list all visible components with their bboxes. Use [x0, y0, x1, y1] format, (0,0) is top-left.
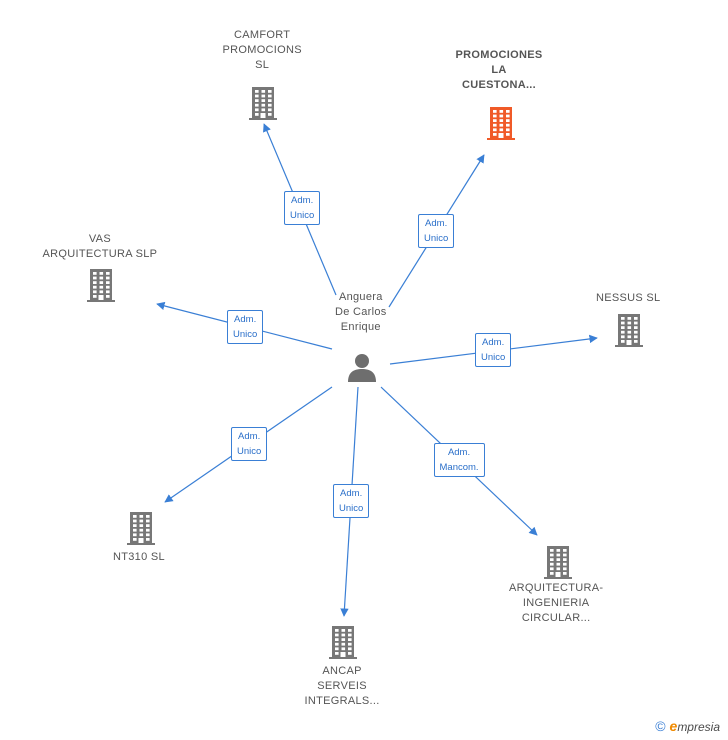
center-person-label-line: Anguera — [338, 290, 383, 303]
building-icon[interactable] — [544, 545, 572, 584]
edge-label-arquitectura-line: Mancom. — [439, 462, 479, 473]
node-label-arquitectura[interactable]: ARQUITECTURA- INGENIERIA CIRCULAR... — [509, 581, 603, 626]
node-label-vas-line: ARQUITECTURA SLP — [42, 248, 158, 260]
edge-label-ancap-line: Adm. — [340, 488, 363, 499]
node-label-promociones-line: PROMOCIONES — [455, 48, 543, 61]
edge-label-nessus-line: Unico — [481, 352, 506, 363]
node-label-ancap[interactable]: ANCAP SERVEIS INTEGRALS... — [305, 664, 380, 709]
edge-label-ancap-line: Unico — [339, 503, 364, 514]
edge-label-nt310-line: Adm. — [238, 431, 261, 442]
node-label-arquitectura-line: CIRCULAR... — [521, 611, 591, 624]
node-label-ancap-line: SERVEIS — [317, 679, 367, 692]
building-icon[interactable] — [615, 313, 643, 352]
edge-label-arquitectura-line: Adm. — [447, 447, 471, 458]
node-label-promociones[interactable]: PROMOCIONES LA CUESTONA... — [456, 48, 543, 93]
node-label-arquitectura-line: ARQUITECTURA- — [509, 581, 604, 594]
building-icon[interactable] — [329, 625, 357, 664]
edge-label-camfort-line: Unico — [290, 210, 315, 221]
edge-label-vas-line: Unico — [233, 329, 258, 340]
edge-label-nessus-line: Adm. — [482, 337, 505, 348]
edge-label-promociones-line: Unico — [424, 233, 449, 244]
brand-logo-initial: e — [669, 718, 678, 734]
node-label-camfort-line: PROMOCIONS — [222, 43, 302, 56]
edge-label-vas-line: Adm. — [234, 314, 257, 325]
node-label-camfort-line: SL — [255, 58, 270, 71]
building-icon[interactable] — [487, 106, 515, 145]
node-label-promociones-line: LA — [491, 63, 507, 76]
node-label-nessus[interactable]: NESSUS SL — [596, 291, 660, 306]
node-label-vas[interactable]: VAS ARQUITECTURA SLP — [43, 232, 158, 262]
edge-label-vas: Adm. Unico — [227, 310, 264, 344]
copyright-icon: © — [655, 718, 666, 734]
edge-label-nessus: Adm. Unico — [475, 333, 512, 367]
building-icon[interactable] — [87, 268, 115, 307]
person-icon[interactable] — [347, 352, 377, 387]
node-label-nessus-line: NESSUS SL — [596, 291, 661, 304]
node-label-vas-line: VAS — [88, 233, 111, 245]
edge-label-camfort-line: Adm. — [291, 195, 314, 206]
center-person-label-line: Enrique — [340, 320, 381, 333]
node-label-ancap-line: INTEGRALS... — [304, 694, 380, 707]
brand-footer[interactable]: ©empresia — [655, 718, 720, 734]
edge-label-promociones-line: Adm. — [425, 218, 448, 229]
node-label-arquitectura-line: INGENIERIA — [522, 596, 590, 609]
edge-label-nt310: Adm. Unico — [231, 427, 268, 461]
edge-label-ancap: Adm. Unico — [333, 484, 370, 518]
node-label-nt310[interactable]: NT310 SL — [113, 550, 165, 565]
node-label-ancap-line: ANCAP — [322, 664, 362, 677]
node-label-camfort-line: CAMFORT — [234, 28, 291, 41]
brand-logo-text: mpresia — [677, 720, 720, 734]
node-label-promociones-line: CUESTONA... — [462, 78, 537, 91]
center-person-label-line: De Carlos — [335, 305, 387, 318]
edge-label-camfort: Adm. Unico — [284, 191, 321, 225]
building-icon[interactable] — [249, 86, 277, 125]
node-label-camfort[interactable]: CAMFORT PROMOCIONS SL — [223, 28, 302, 73]
edge-label-nt310-line: Unico — [237, 446, 262, 457]
building-icon[interactable] — [127, 511, 155, 550]
edge-label-promociones: Adm. Unico — [418, 214, 455, 248]
edge-label-arquitectura: Adm. Mancom. — [433, 443, 485, 477]
node-label-nt310-line: NT310 SL — [113, 550, 165, 563]
